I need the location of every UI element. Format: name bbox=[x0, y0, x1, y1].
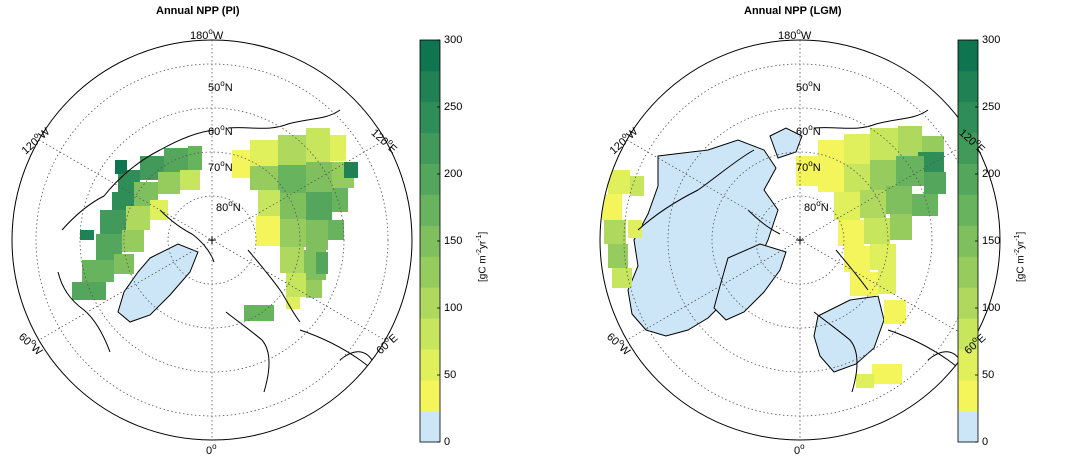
colorbar-swatch bbox=[420, 40, 440, 72]
colorbar-unit-lgm: [gC m-2yr-1] bbox=[1014, 231, 1027, 282]
colorbar-swatch bbox=[958, 349, 978, 381]
colorbar-tick-label: 200 bbox=[982, 168, 1001, 180]
colorbar-swatch bbox=[420, 349, 440, 381]
colorbar-swatch bbox=[420, 132, 440, 164]
colorbar-lgm bbox=[957, 39, 979, 443]
colorbar-swatch bbox=[958, 163, 978, 195]
colorbar-swatch bbox=[958, 132, 978, 164]
npp-cells-north-america bbox=[72, 146, 202, 300]
colorbar-tick-label: 300 bbox=[444, 34, 463, 46]
colorbar-swatch bbox=[958, 318, 978, 350]
lon-label-top: 180oW bbox=[778, 27, 812, 42]
map-panel-pi: Annual NPP (PI) bbox=[0, 0, 538, 457]
colorbar-swatch bbox=[420, 163, 440, 195]
colorbar-swatch bbox=[420, 318, 440, 350]
lat-label-50: 50oN bbox=[796, 79, 821, 94]
colorbar-tick-label: 250 bbox=[982, 101, 1001, 113]
colorbar-tick-label: 100 bbox=[982, 302, 1001, 314]
colorbar-swatch bbox=[958, 380, 978, 412]
polar-map-lgm bbox=[599, 39, 1001, 443]
ice-sheet-greenland bbox=[117, 243, 199, 323]
colorbar-pi bbox=[419, 39, 441, 443]
colorbar-swatch bbox=[958, 256, 978, 288]
lat-label-80: 80oN bbox=[804, 199, 829, 214]
colorbar-tick-label: 50 bbox=[444, 369, 457, 381]
colorbar-swatch bbox=[420, 380, 440, 412]
colorbar-tick-label: 150 bbox=[444, 235, 463, 247]
lat-label-50: 50oN bbox=[208, 79, 233, 94]
colorbar-swatch bbox=[420, 70, 440, 103]
panel-title: Annual NPP (LGM) bbox=[744, 5, 842, 17]
colorbar-unit-pi: [gC m-2yr-1] bbox=[476, 231, 489, 282]
colorbar-tick-label: 50 bbox=[982, 369, 995, 381]
ice-sheet-fennoscandian bbox=[813, 295, 885, 373]
lat-label-70: 70oN bbox=[208, 159, 233, 174]
colorbar-tick-label: 200 bbox=[444, 168, 463, 180]
lon-label-0: 0o bbox=[206, 442, 217, 457]
ice-sheet-greenland bbox=[713, 243, 787, 321]
map-panel-lgm: Annual NPP (LGM) bbox=[538, 0, 1076, 457]
lat-label-80: 80oN bbox=[216, 199, 241, 214]
graticule bbox=[35, 40, 389, 440]
ice-sheet-barents bbox=[769, 127, 803, 159]
panel-title: Annual NPP (PI) bbox=[156, 5, 240, 17]
colorbar-tick-label: 250 bbox=[444, 101, 463, 113]
colorbar-tick-label: 100 bbox=[444, 302, 463, 314]
colorbar-swatch bbox=[958, 70, 978, 103]
colorbar-swatch bbox=[420, 287, 440, 319]
colorbar-swatch bbox=[958, 194, 978, 226]
colorbar-swatch bbox=[958, 411, 978, 443]
lat-label-60: 60oN bbox=[208, 123, 233, 138]
colorbar-tick-label: 0 bbox=[444, 436, 451, 448]
lat-label-70: 70oN bbox=[796, 159, 821, 174]
lat-label-60: 60oN bbox=[796, 123, 821, 138]
colorbar-swatch bbox=[420, 101, 440, 134]
lon-label-0: 0o bbox=[794, 442, 805, 457]
colorbar-swatch bbox=[420, 225, 440, 257]
ice-sheet-laurentide bbox=[627, 139, 779, 337]
colorbar-swatch bbox=[958, 40, 978, 72]
npp-cells-eurasia bbox=[232, 128, 358, 321]
polar-map-pi bbox=[11, 39, 441, 443]
colorbar-tick-label: 300 bbox=[982, 34, 1001, 46]
colorbar-swatch bbox=[420, 194, 440, 226]
colorbar-tick-label: 0 bbox=[982, 436, 989, 448]
npp-cells-eurasia bbox=[796, 126, 946, 388]
npp-cells-north-america bbox=[602, 170, 644, 288]
colorbar-swatch bbox=[958, 287, 978, 319]
colorbar-swatch bbox=[420, 411, 440, 443]
colorbar-tick-label: 150 bbox=[982, 235, 1001, 247]
colorbar-swatch bbox=[958, 101, 978, 134]
colorbar-swatch bbox=[958, 225, 978, 257]
colorbar-swatch bbox=[420, 256, 440, 288]
lon-label-top: 180oW bbox=[190, 27, 224, 42]
coastlines bbox=[637, 109, 999, 411]
